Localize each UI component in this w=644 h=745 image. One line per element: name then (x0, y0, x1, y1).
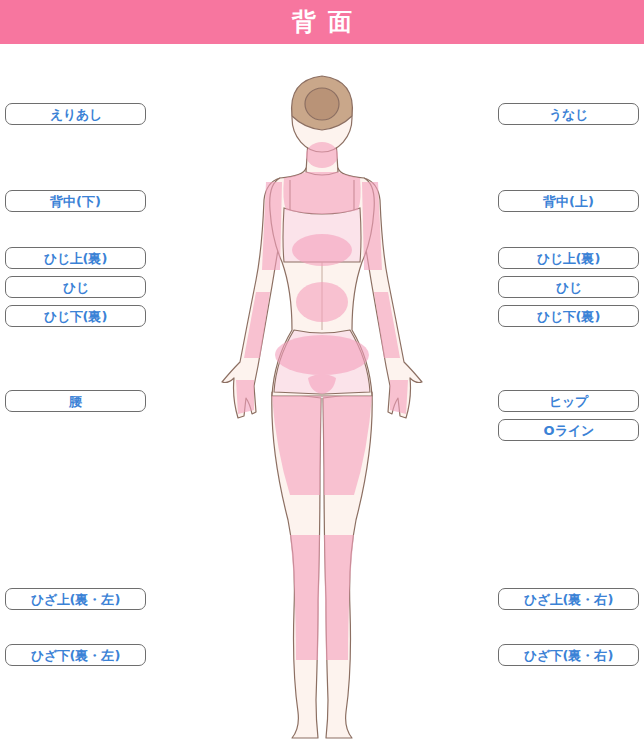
area-label-box: ひじ (5, 276, 146, 298)
area-label-box: ひじ下(裏) (5, 305, 146, 327)
area-label: うなじ (549, 108, 588, 121)
area-label-box: うなじ (498, 103, 639, 125)
area-label: ひじ上(裏) (44, 252, 108, 265)
area-label-box: ひじ (498, 276, 639, 298)
area-label: ひじ下(裏) (537, 310, 601, 323)
area-label: ひざ下(裏・右) (524, 649, 614, 662)
area-label: ひじ (63, 281, 89, 294)
area-label-box: ひじ上(裏) (498, 247, 639, 269)
area-label: 背中(下) (50, 195, 101, 208)
area-label-box: 腰 (5, 390, 146, 412)
page-title: 背面 (280, 6, 364, 38)
area-label: ひざ上(裏・右) (524, 593, 614, 606)
area-label-box: Oライン (498, 419, 639, 441)
area-label-box: ヒップ (498, 390, 639, 412)
area-label-box: ひざ下(裏・右) (498, 644, 639, 666)
area-label: ひじ上(裏) (537, 252, 601, 265)
area-label: ひじ (556, 281, 582, 294)
area-label: えりあし (50, 108, 102, 121)
title-bar: 背面 (0, 0, 644, 44)
area-label: ヒップ (549, 395, 588, 408)
area-label: 腰 (69, 395, 82, 408)
area-label: ひじ下(裏) (44, 310, 108, 323)
area-label: 背中(上) (543, 195, 594, 208)
area-label-box: ひざ上(裏・左) (5, 588, 146, 610)
area-label: ひざ下(裏・左) (31, 649, 121, 662)
area-label-box: ひざ上(裏・右) (498, 588, 639, 610)
area-label: Oライン (543, 424, 593, 437)
area-label-box: ひじ下(裏) (498, 305, 639, 327)
area-label: ひざ上(裏・左) (31, 593, 121, 606)
area-label-box: 背中(上) (498, 190, 639, 212)
area-label-box: 背中(下) (5, 190, 146, 212)
area-label-box: ひざ下(裏・左) (5, 644, 146, 666)
area-label-box: えりあし (5, 103, 146, 125)
area-label-box: ひじ上(裏) (5, 247, 146, 269)
